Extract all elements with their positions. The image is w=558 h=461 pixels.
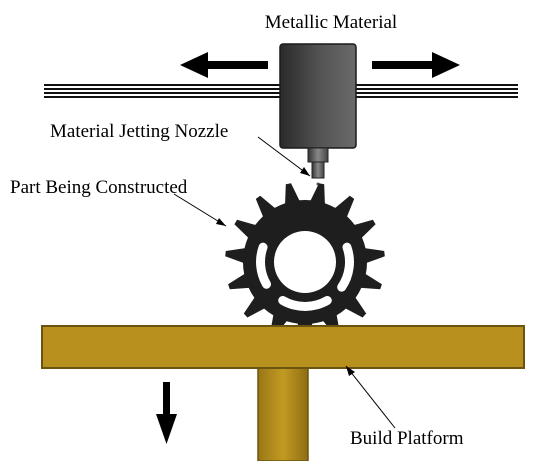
arrow-left-icon xyxy=(180,52,268,78)
build-platform xyxy=(41,325,525,461)
arrow-right-icon xyxy=(372,52,460,78)
jetting-nozzle xyxy=(307,147,329,179)
leader-lines xyxy=(173,136,396,429)
label-jetting-nozzle: Material Jetting Nozzle xyxy=(50,121,228,142)
label-metallic-material: Metallic Material xyxy=(265,12,397,33)
gear-part xyxy=(225,183,385,342)
arrow-down-icon xyxy=(156,382,177,444)
print-head xyxy=(279,43,357,149)
label-build-platform: Build Platform xyxy=(350,428,464,449)
label-part-being-constructed: Part Being Constructed xyxy=(10,177,188,198)
